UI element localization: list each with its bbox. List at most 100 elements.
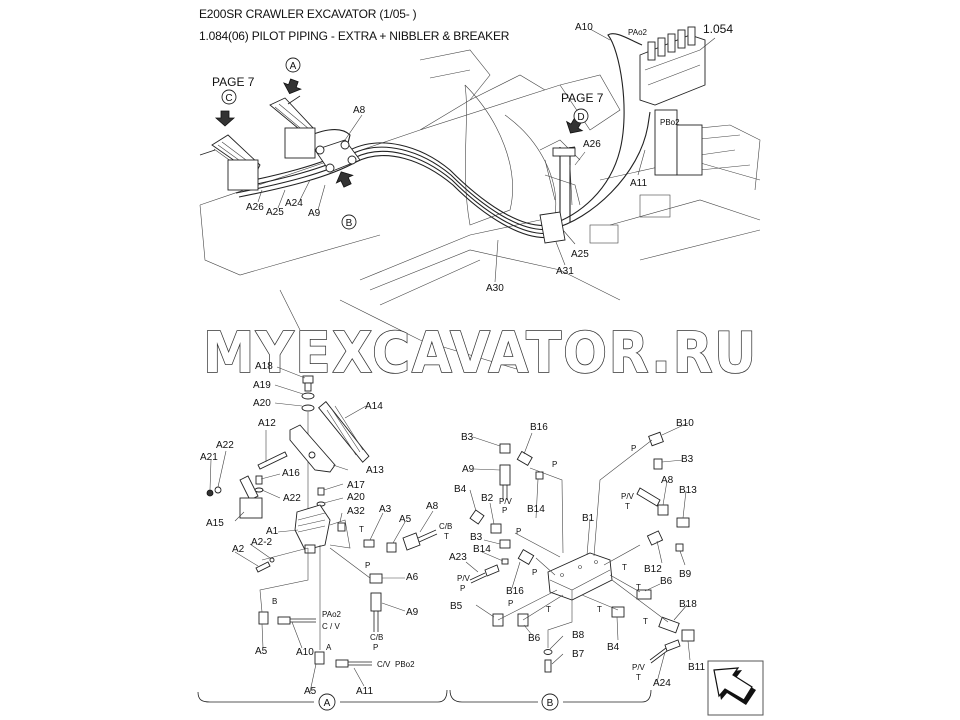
callout-a12: A12 (258, 418, 276, 429)
port-pbo2: PBo2 (395, 660, 415, 669)
port-pv-1: P/V (499, 497, 513, 506)
callout-a9-b: A9 (462, 464, 475, 475)
callout-a32: A32 (347, 506, 365, 517)
callout-a1: A1 (266, 526, 279, 537)
callout-b7: B7 (572, 649, 585, 660)
callout-a5-b: A5 (255, 646, 268, 657)
svg-text:D: D (577, 112, 584, 123)
callout-a23: A23 (449, 552, 467, 563)
callout-b10: B10 (676, 418, 694, 429)
callout-b9: B9 (679, 569, 692, 580)
callout-b14-mid: B14 (473, 544, 491, 555)
port-t-7: T (636, 673, 641, 682)
port-pv-4: P/V (632, 663, 646, 672)
manifold-b1 (547, 552, 613, 601)
callout-a24-overview: A24 (285, 198, 303, 209)
callout-a25-overview-right: A25 (571, 249, 589, 260)
callout-a30-overview: A30 (486, 283, 504, 294)
view-marker-b[interactable]: B (341, 214, 357, 230)
callout-a5-a: A5 (304, 686, 317, 697)
callout-b2: B2 (481, 493, 494, 504)
callout-a8-overview: A8 (353, 105, 366, 116)
callout-b18: B18 (679, 599, 697, 610)
brace-b: B (449, 689, 652, 711)
callout-b16-top: B16 (530, 422, 548, 433)
watermark: MYEXCAVATOR.RU (202, 320, 758, 387)
svg-text:B: B (346, 218, 353, 229)
detail-a: A18 A19 A20 A14 A12 A22 A21 A16 A13 A22 … (200, 361, 452, 697)
detail-marker-b[interactable] (541, 693, 559, 711)
port-a: A (326, 643, 332, 652)
callout-a16: A16 (282, 468, 300, 479)
port-p-2: P (552, 460, 557, 469)
port-t-a: T (359, 525, 364, 534)
control-valve-1054 (639, 26, 706, 176)
callout-a22-lower: A22 (283, 493, 301, 504)
callout-b13: B13 (679, 485, 697, 496)
pilot-valve-manifold (314, 139, 361, 173)
callout-a9: A9 (406, 607, 419, 618)
callout-a20: A20 (253, 398, 271, 409)
port-cb-p-2: P (373, 643, 378, 652)
callout-b16-mid: B16 (506, 586, 524, 597)
overview-illustration: A C B D PAGE 7 PAGE 7 1.054 PAo2 PBo2 A8… (199, 22, 761, 371)
callout-b11: B11 (688, 662, 705, 673)
port-p-3: P (516, 527, 521, 536)
view-marker-c[interactable]: C (221, 89, 237, 105)
svg-text:B: B (547, 698, 554, 709)
view-arrow-b (335, 171, 354, 188)
callout-b14-top: B14 (527, 504, 545, 515)
port-pbo2-overview: PBo2 (660, 118, 680, 127)
port-pao2: PAo2 (322, 610, 342, 619)
page-ref-d[interactable]: PAGE 7 (561, 91, 604, 105)
port-p-7: P (631, 444, 636, 453)
diagram-section-title: 1.084(06) PILOT PIPING - EXTRA + NIBBLER… (199, 29, 510, 43)
callout-a10: A10 (296, 647, 314, 658)
port-p-5: P (460, 584, 465, 593)
page-ref-c[interactable]: PAGE 7 (212, 75, 255, 89)
callout-a20-lower: A20 (347, 492, 365, 503)
callout-a2: A2 (232, 544, 245, 555)
port-cb-t-2: T (444, 532, 449, 541)
callout-a5: A5 (399, 514, 412, 525)
port-t-3: T (625, 502, 630, 511)
callout-b6-right: B6 (660, 576, 673, 587)
callout-b3-mid: B3 (470, 532, 483, 543)
detail-marker-a[interactable] (318, 693, 336, 711)
view-marker-d[interactable]: D (573, 108, 589, 124)
callout-a13: A13 (366, 465, 384, 476)
detail-b: B3 B16 A9 B14 B4 B2 B1 B3 B14 A23 B16 B5… (449, 418, 705, 689)
callout-a8-b: A8 (661, 475, 674, 486)
brace-a: A (197, 689, 448, 711)
callout-a3: A3 (379, 504, 392, 515)
port-pv-2: P/V (457, 574, 471, 583)
ref-1054: 1.054 (703, 22, 733, 36)
port-cb-t-1: C/B (439, 522, 452, 531)
callout-a8: A8 (426, 501, 439, 512)
pedal-a-illustration (269, 95, 316, 159)
port-t-5: T (636, 583, 641, 592)
port-t-6: T (643, 617, 648, 626)
port-t-2: T (597, 605, 602, 614)
view-arrow-c (214, 110, 236, 127)
pedal-c-illustration (199, 134, 261, 191)
callout-a9-overview: A9 (308, 208, 321, 219)
callout-a21: A21 (200, 452, 218, 463)
arrow-next-page-icon[interactable] (707, 660, 764, 716)
port-t-1: T (546, 605, 551, 614)
callout-b3-right: B3 (681, 454, 694, 465)
callout-a6: A6 (406, 572, 419, 583)
port-cv2: C/V (377, 660, 391, 669)
callout-a26-overview-right: A26 (583, 139, 601, 150)
callout-a25-overview: A25 (266, 207, 284, 218)
callout-a31-overview: A31 (556, 266, 574, 277)
svg-text:A: A (290, 61, 297, 72)
callout-b3-top: B3 (461, 432, 474, 443)
svg-text:MYEXCAVATOR.RU: MYEXCAVATOR.RU (203, 321, 758, 386)
port-p-6: P (508, 599, 513, 608)
port-p-1: P (502, 506, 507, 515)
view-arrow-a (283, 78, 302, 95)
view-marker-a[interactable]: A (285, 57, 301, 73)
callout-b1: B1 (582, 513, 595, 524)
